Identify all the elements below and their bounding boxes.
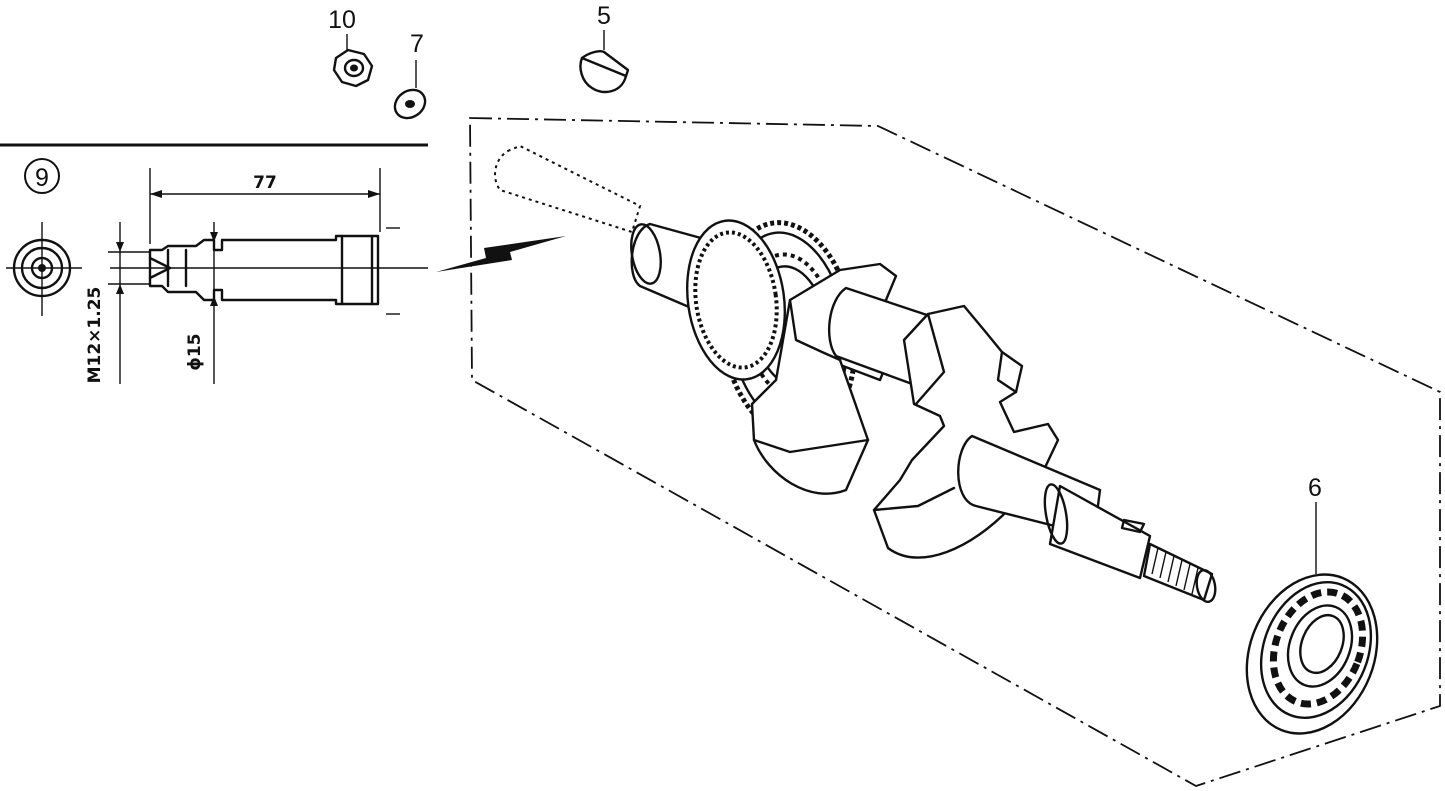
stud-bolt-part-9: 77 M12×1.25 ϕ15	[6, 168, 428, 384]
length-dimension: 77	[149, 168, 381, 244]
callout-5: 5	[597, 2, 611, 30]
connector-arrow	[436, 236, 566, 272]
woodruff-key-part-5	[579, 50, 630, 94]
crankshaft-assembly	[494, 144, 1217, 604]
thread-dimension: M12×1.25	[85, 222, 150, 384]
stud-end-view	[6, 222, 82, 316]
callout-10: 10	[328, 6, 356, 34]
callout-7: 7	[410, 30, 424, 58]
stud-side-view	[110, 234, 428, 306]
callout-9: 9	[24, 158, 60, 194]
washer-part-7	[393, 88, 427, 120]
length-label: 77	[253, 173, 277, 193]
callout-9-label: 9	[35, 164, 49, 192]
callout-6: 6	[1308, 474, 1322, 502]
thread-label: M12×1.25	[85, 287, 105, 384]
output-shaft	[957, 434, 1217, 604]
diameter-dimension: ϕ15	[185, 222, 400, 384]
ball-bearing-part-6	[1245, 573, 1379, 735]
assembly-boundary	[469, 117, 1441, 787]
hex-nut-part-10	[332, 48, 374, 88]
diameter-label: ϕ15	[185, 333, 205, 370]
